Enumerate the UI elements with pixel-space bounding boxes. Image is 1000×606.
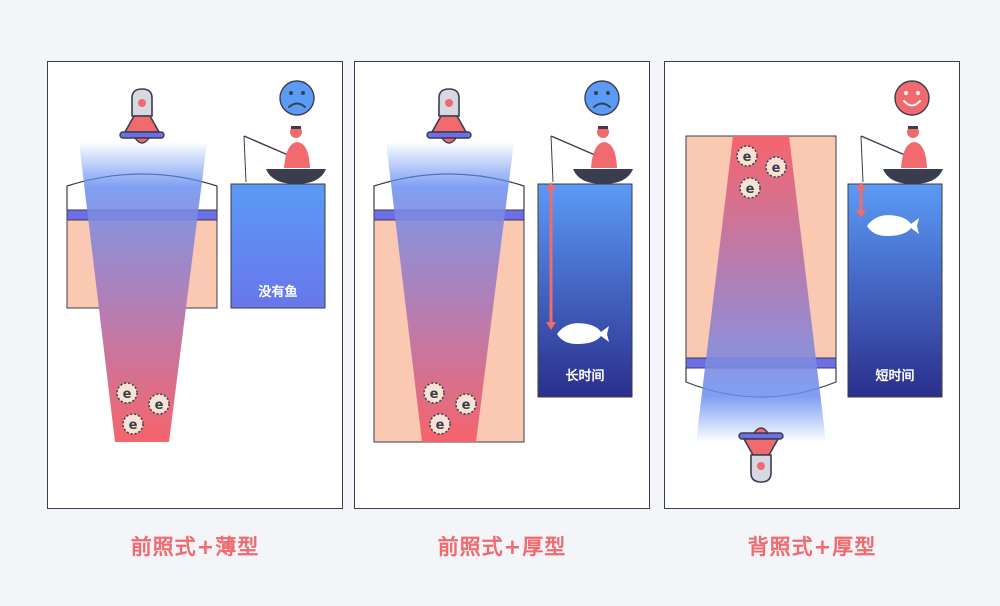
front-thin-diagram: e e e	[66, 80, 326, 442]
sad-face-icon	[279, 80, 315, 116]
fish-icon	[867, 215, 919, 236]
light-beam	[79, 142, 207, 442]
water-tank	[537, 183, 633, 398]
panel-caption: 背照式+厚型	[747, 535, 877, 559]
electron-icon: e e e	[736, 145, 787, 199]
svg-text:e: e	[743, 150, 752, 165]
panel-caption: 前照式+薄型	[130, 535, 260, 559]
depth-arrow-icon	[856, 182, 866, 218]
front-thick-diagram: e e e	[373, 80, 633, 443]
light-bulb-icon	[426, 88, 472, 144]
electron-icon: e e e	[116, 382, 170, 435]
svg-text:e: e	[430, 387, 439, 402]
light-bulb-icon	[119, 88, 165, 144]
svg-text:e: e	[462, 398, 471, 413]
light-bulb-icon	[738, 427, 784, 483]
back-thick-diagram: e e e	[685, 80, 943, 483]
happy-face-icon	[894, 80, 930, 116]
electron-icon: e e e	[423, 382, 477, 435]
sad-face-icon	[584, 80, 620, 116]
svg-text:e: e	[129, 418, 138, 433]
svg-text:e: e	[436, 418, 445, 433]
svg-text:e: e	[746, 182, 755, 197]
svg-text:e: e	[772, 161, 781, 176]
fisherman-icon	[243, 126, 326, 184]
panel-front-thin: e e e 没有鱼	[47, 61, 343, 509]
svg-text:e: e	[123, 387, 132, 402]
panel-caption: 前照式+厚型	[437, 535, 567, 559]
depth-arrow-icon	[546, 182, 556, 330]
panel-front-thick: e e e 长时间	[354, 61, 650, 509]
status-label: 没有鱼	[258, 285, 298, 300]
svg-text:e: e	[155, 398, 164, 413]
panel-back-thick: e e e	[664, 61, 960, 509]
status-label: 短时间	[875, 369, 915, 384]
light-beam	[696, 136, 826, 442]
fish-icon	[557, 323, 609, 344]
status-label: 长时间	[565, 369, 605, 384]
water-tank	[230, 183, 326, 309]
light-beam	[386, 142, 514, 442]
fisherman-icon	[550, 126, 633, 184]
fisherman-icon	[860, 126, 943, 184]
